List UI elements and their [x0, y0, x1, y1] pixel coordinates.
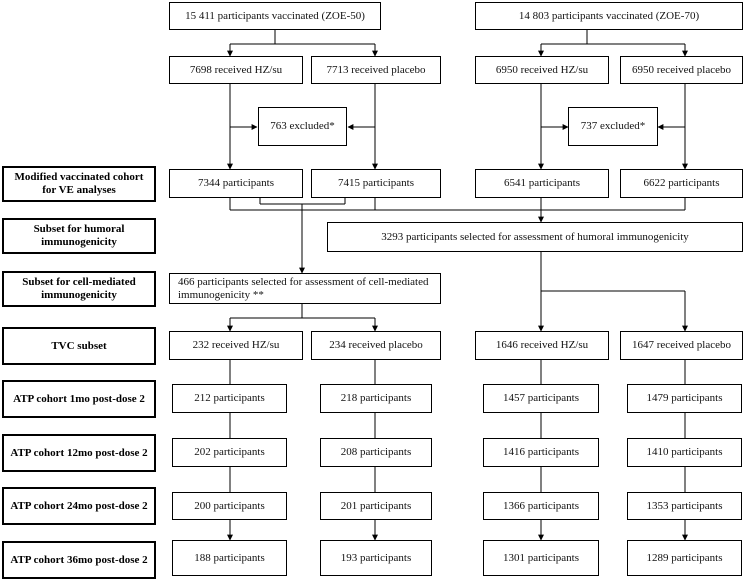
- row-label-tvc: TVC subset: [2, 327, 156, 365]
- mvc-zoe50-hzsu-box: 7344 participants: [169, 169, 303, 198]
- tvc-hum-hzsu-box: 1646 received HZ/su: [475, 331, 609, 360]
- atp1-box-a: 212 participants: [172, 384, 287, 413]
- cmi-selected-box: 466 participants selected for assessment…: [169, 273, 441, 304]
- humoral-selected-box: 3293 participants selected for assessmen…: [327, 222, 743, 252]
- row-label-atp12: ATP cohort 12mo post-dose 2: [2, 434, 156, 472]
- atp12-box-b: 208 participants: [320, 438, 432, 467]
- vaccinated-zoe50-box: 15 411 participants vaccinated (ZOE-50): [169, 2, 381, 30]
- atp24-box-b: 201 participants: [320, 492, 432, 520]
- row-label-humoral: Subset for humoral immunogenicity: [2, 218, 156, 254]
- mvc-zoe70-hzsu-box: 6541 participants: [475, 169, 609, 198]
- tvc-cmi-hzsu-box: 232 received HZ/su: [169, 331, 303, 360]
- atp12-box-d: 1410 participants: [627, 438, 742, 467]
- zoe70-placebo-box: 6950 received placebo: [620, 56, 743, 84]
- zoe70-excluded-box: 737 excluded*: [568, 107, 658, 146]
- atp24-box-d: 1353 participants: [627, 492, 742, 520]
- atp24-box-c: 1366 participants: [483, 492, 599, 520]
- vaccinated-zoe70-box: 14 803 participants vaccinated (ZOE-70): [475, 2, 743, 30]
- row-label-cmi: Subset for cell-mediated immunogenicity: [2, 271, 156, 307]
- atp24-box-a: 200 participants: [172, 492, 287, 520]
- atp36-box-a: 188 participants: [172, 540, 287, 576]
- row-label-atp36: ATP cohort 36mo post-dose 2: [2, 541, 156, 579]
- atp12-box-c: 1416 participants: [483, 438, 599, 467]
- zoe50-placebo-box: 7713 received placebo: [311, 56, 441, 84]
- atp36-box-b: 193 participants: [320, 540, 432, 576]
- atp36-box-d: 1289 participants: [627, 540, 742, 576]
- zoe50-excluded-box: 763 excluded*: [258, 107, 347, 146]
- atp36-box-c: 1301 participants: [483, 540, 599, 576]
- zoe50-hzsu-box: 7698 received HZ/su: [169, 56, 303, 84]
- row-label-atp1: ATP cohort 1mo post-dose 2: [2, 380, 156, 418]
- mvc-zoe70-placebo-box: 6622 participants: [620, 169, 743, 198]
- atp12-box-a: 202 participants: [172, 438, 287, 467]
- atp1-box-c: 1457 participants: [483, 384, 599, 413]
- zoe70-hzsu-box: 6950 received HZ/su: [475, 56, 609, 84]
- atp1-box-b: 218 participants: [320, 384, 432, 413]
- tvc-cmi-placebo-box: 234 received placebo: [311, 331, 441, 360]
- atp1-box-d: 1479 participants: [627, 384, 742, 413]
- mvc-zoe50-placebo-box: 7415 participants: [311, 169, 441, 198]
- row-label-atp24: ATP cohort 24mo post-dose 2: [2, 487, 156, 525]
- row-label-mvc: Modified vaccinated cohort for VE analys…: [2, 166, 156, 202]
- tvc-hum-placebo-box: 1647 received placebo: [620, 331, 743, 360]
